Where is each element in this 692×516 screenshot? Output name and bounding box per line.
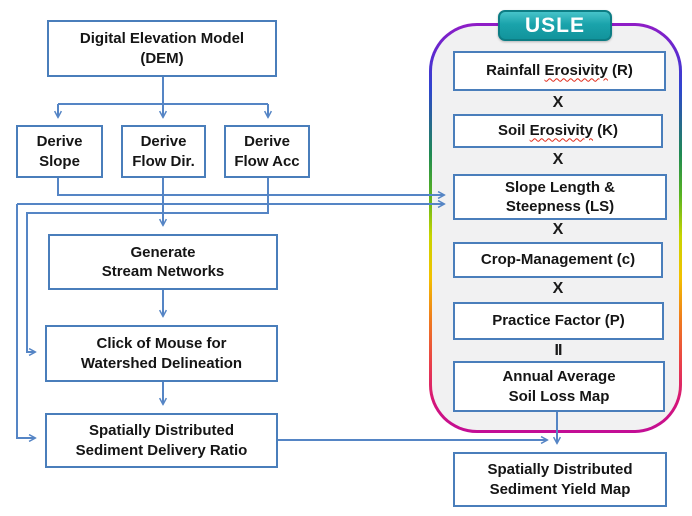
annual-line2: Soil Loss Map xyxy=(508,387,610,405)
slope-length-steepness-box: Slope Length & Steepness (LS) xyxy=(453,174,667,220)
dem-line1: Digital Elevation Model xyxy=(79,30,245,48)
practice-factor-box: Practice Factor (P) xyxy=(453,302,664,340)
click-line1: Click of Mouse for xyxy=(96,335,227,353)
practice-label: Practice Factor (P) xyxy=(492,312,625,330)
derive-flow-acc-box: Derive Flow Acc xyxy=(224,125,310,178)
generate-stream-networks-box: Generate Stream Networks xyxy=(48,234,278,290)
soil-pre: Soil xyxy=(497,122,530,140)
multiply-operator-2: X xyxy=(552,151,564,168)
annual-soil-loss-box: Annual Average Soil Loss Map xyxy=(453,361,665,412)
crop-label: Crop-Management (c) xyxy=(480,251,636,269)
soil-label: Soil Erosivity (K) xyxy=(498,121,618,140)
derive-slope-line1: Derive xyxy=(36,133,83,151)
equals-operator: II xyxy=(554,342,563,359)
usle-title-label: USLE xyxy=(524,13,585,37)
derive-flow-acc-line1: Derive xyxy=(244,133,290,151)
derive-flow-dir-line1: Derive xyxy=(140,133,187,151)
usle-title-badge: USLE xyxy=(498,10,612,41)
derive-flow-acc-line2: Flow Acc xyxy=(234,152,300,170)
derive-flow-dir-box: Derive Flow Dir. xyxy=(121,125,206,178)
soil-erosivity-box: Soil Erosivity (K) xyxy=(453,114,663,148)
rainfall-pre: Rainfall xyxy=(486,62,545,80)
dem-box: Digital Elevation Model (DEM) xyxy=(47,20,277,77)
soil-post: (K) xyxy=(593,122,619,140)
ls-line2: Steepness (LS) xyxy=(505,198,615,215)
ls-line1: Slope Length & xyxy=(505,178,615,196)
derive-slope-box: Derive Slope xyxy=(16,125,103,178)
dem-line2: (DEM) xyxy=(140,49,184,67)
wire-left-to-sdr xyxy=(16,204,35,438)
rainfall-erosivity-box: Rainfall Erosivity (R) xyxy=(453,51,666,91)
sdr-line1: Spatially Distributed xyxy=(88,422,235,440)
rainfall-post: (R) xyxy=(607,62,633,80)
multiply-operator-3: X xyxy=(552,221,564,238)
soil-misspelled-word: Erosivity xyxy=(529,122,594,140)
annual-line1: Annual Average xyxy=(502,368,616,386)
derive-slope-line2: Slope xyxy=(39,152,80,170)
wire-slope-to-ls xyxy=(57,178,444,195)
generate-line2: Stream Networks xyxy=(101,263,225,280)
sediment-yield-map-box: Spatially Distributed Sediment Yield Map xyxy=(453,452,667,507)
click-line2: Watershed Delineation xyxy=(80,354,243,372)
derive-flow-dir-line2: Flow Dir. xyxy=(132,152,195,170)
sdr-line2: Sediment Delivery Ratio xyxy=(75,441,248,459)
multiply-operator-1: X xyxy=(552,94,564,111)
generate-line1: Generate xyxy=(130,243,196,261)
multiply-operator-4: X xyxy=(552,280,564,297)
yield-line1: Spatially Distributed xyxy=(487,461,633,479)
watershed-delineation-box: Click of Mouse for Watershed Delineation xyxy=(45,325,278,382)
crop-management-box: Crop-Management (c) xyxy=(453,242,663,278)
rainfall-misspelled-word: Erosivity xyxy=(544,62,608,80)
rainfall-label: Rainfall Erosivity (R) xyxy=(486,61,633,80)
sediment-delivery-ratio-box: Spatially Distributed Sediment Delivery … xyxy=(45,413,278,468)
yield-line2: Sediment Yield Map xyxy=(489,480,631,498)
